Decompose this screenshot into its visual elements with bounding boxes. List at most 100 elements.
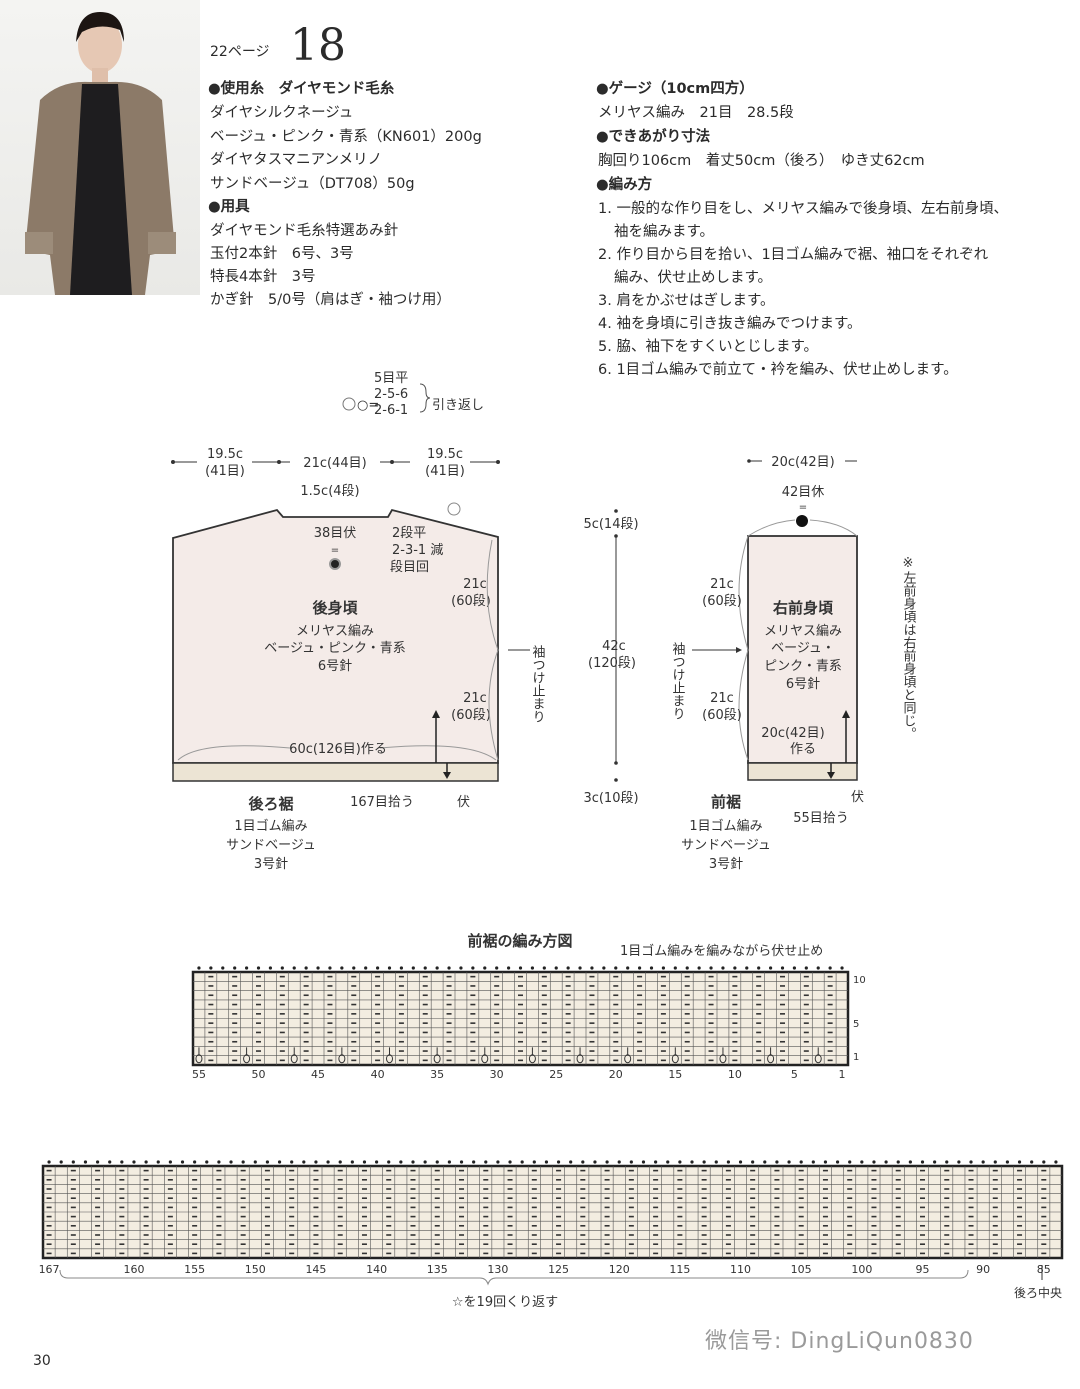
purl-symbol xyxy=(919,1169,925,1172)
purl-symbol xyxy=(565,1031,571,1034)
purl-symbol xyxy=(507,1225,513,1227)
purl-symbol xyxy=(992,1215,998,1218)
purl-symbol xyxy=(684,1022,690,1024)
purl-symbol xyxy=(410,1215,416,1218)
purl-symbol xyxy=(541,975,547,978)
purl-symbol xyxy=(143,1234,149,1236)
purl-symbol xyxy=(803,994,809,997)
purl-symbol xyxy=(708,1059,714,1062)
bindoff-dot xyxy=(459,966,463,970)
purl-symbol xyxy=(303,994,309,997)
bindoff-dot xyxy=(120,1160,124,1164)
hem-title: 前裾 xyxy=(711,793,741,811)
purl-symbol xyxy=(589,1022,595,1024)
purl-symbol xyxy=(289,1188,295,1190)
purl-symbol xyxy=(303,1040,309,1043)
purl-symbol xyxy=(279,1040,285,1043)
purl-symbol xyxy=(279,1022,285,1024)
bindoff-dot xyxy=(666,1160,670,1164)
purl-symbol xyxy=(756,1013,762,1015)
bindoff-dot xyxy=(884,1160,888,1164)
purl-symbol xyxy=(556,1197,562,1199)
bindoff-dot xyxy=(193,1160,197,1164)
purl-symbol xyxy=(232,1040,238,1043)
purl-symbol xyxy=(774,1206,780,1209)
purl-symbol xyxy=(70,1234,76,1236)
purl-symbol xyxy=(327,1059,333,1062)
purl-symbol xyxy=(459,1188,465,1190)
purl-symbol xyxy=(470,1059,476,1062)
bindoff-dot xyxy=(678,1160,682,1164)
purl-symbol xyxy=(303,1031,309,1034)
size-value: 胸回り106cm 着丈50cm（後ろ） ゆき丈62cm xyxy=(598,153,925,169)
purl-symbol xyxy=(422,1003,428,1006)
purl-symbol xyxy=(684,1059,690,1062)
purl-symbol xyxy=(725,1206,731,1209)
purl-symbol xyxy=(827,1031,833,1034)
purl-symbol xyxy=(337,1215,343,1218)
neck-depth-label: 1.5c(4段) xyxy=(300,484,359,499)
bindoff-dot xyxy=(697,966,701,970)
purl-symbol xyxy=(327,1031,333,1034)
purl-symbol xyxy=(192,1169,198,1172)
bindoff-dot xyxy=(302,1160,306,1164)
purl-symbol xyxy=(580,1179,586,1181)
purl-symbol xyxy=(565,994,571,997)
purl-symbol xyxy=(375,1022,381,1024)
row-label: 1 xyxy=(853,1052,859,1063)
purl-symbol xyxy=(1017,1225,1023,1227)
purl-symbol xyxy=(279,975,285,978)
purl-symbol xyxy=(216,1225,222,1227)
purl-symbol xyxy=(410,1206,416,1209)
purl-symbol xyxy=(725,1197,731,1199)
bindoff-dot xyxy=(816,966,820,970)
purl-symbol xyxy=(895,1215,901,1218)
column-label: 145 xyxy=(305,1263,326,1276)
bindoff-dot xyxy=(637,966,642,970)
purl-symbol xyxy=(119,1243,125,1245)
purl-symbol xyxy=(613,1013,619,1015)
purl-symbol xyxy=(289,1234,295,1236)
purl-symbol xyxy=(494,1013,500,1015)
purl-symbol xyxy=(798,1215,804,1218)
purl-symbol xyxy=(541,1013,547,1015)
bindoff-dot xyxy=(649,966,654,970)
purl-symbol xyxy=(580,1252,586,1255)
purl-symbol xyxy=(289,1252,295,1255)
column-label: 115 xyxy=(669,1263,690,1276)
column-label: 5 xyxy=(791,1068,798,1081)
purl-symbol xyxy=(827,1050,833,1052)
purl-symbol xyxy=(398,975,404,978)
bindoff-dot xyxy=(290,1160,294,1164)
purl-symbol xyxy=(847,1252,853,1255)
piece-detail: 6号針 xyxy=(318,659,352,674)
purl-symbol xyxy=(422,1013,428,1015)
purl-symbol xyxy=(459,1215,465,1218)
purl-symbol xyxy=(750,1215,756,1218)
purl-symbol xyxy=(143,1252,149,1255)
purl-symbol xyxy=(701,1179,707,1181)
purl-symbol xyxy=(895,1225,901,1227)
purl-symbol xyxy=(361,1225,367,1227)
bindoff-dot xyxy=(316,966,320,970)
cast-on-label: 20c(42目) xyxy=(761,726,824,741)
purl-symbol xyxy=(637,1031,643,1034)
column-label: 35 xyxy=(430,1068,444,1081)
purl-symbol xyxy=(398,1040,404,1043)
side-length-label: 21c xyxy=(710,691,734,706)
purl-symbol xyxy=(216,1169,222,1172)
bindoff-dot xyxy=(1030,1160,1034,1164)
purl-symbol xyxy=(361,1197,367,1199)
purl-symbol xyxy=(459,1243,465,1245)
bindoff-dot xyxy=(554,966,558,970)
purl-symbol xyxy=(660,1031,666,1034)
purl-symbol xyxy=(434,1234,440,1236)
purl-symbol xyxy=(756,1040,762,1043)
purl-symbol xyxy=(827,975,833,978)
purl-symbol xyxy=(604,1243,610,1245)
bindoff-dot xyxy=(506,966,511,970)
bindoff-dot xyxy=(908,1160,912,1164)
step-continued: 編み、伏せ止めします。 xyxy=(614,270,773,286)
purl-symbol xyxy=(494,1050,500,1052)
purl-symbol xyxy=(774,1179,780,1181)
